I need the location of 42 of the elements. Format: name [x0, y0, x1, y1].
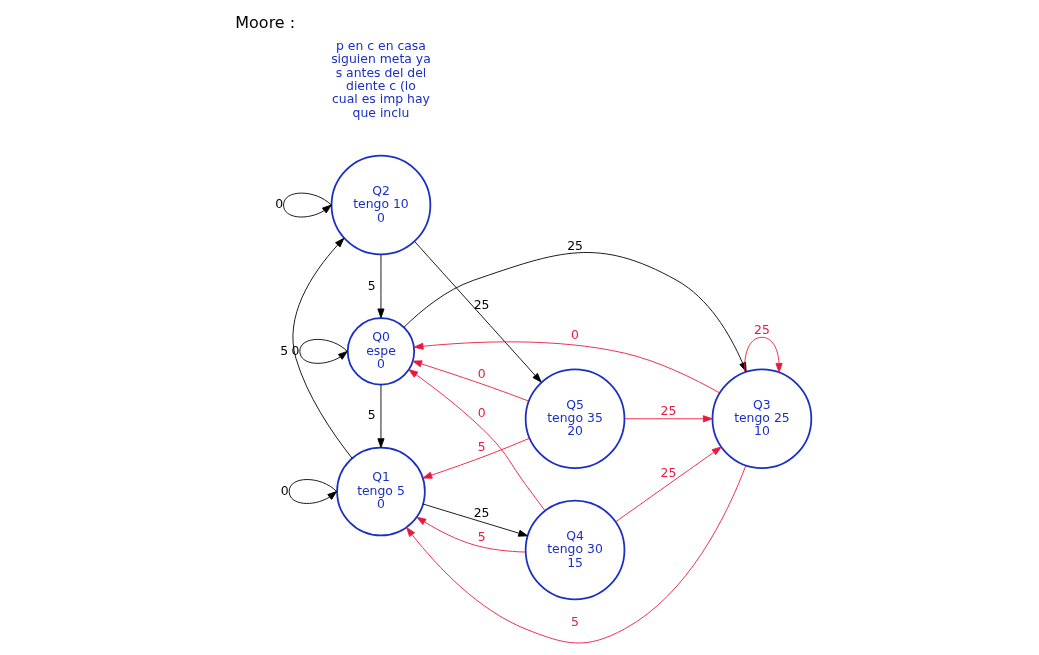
edge-label: 5 [477, 438, 486, 454]
node-circle: Q0 espe 0 [346, 317, 416, 386]
edge-label: 5 [367, 407, 376, 423]
edge-label: 0 [477, 366, 486, 382]
arrow [377, 254, 385, 319]
arrow [624, 415, 713, 423]
arrow [615, 446, 722, 523]
arrow [283, 192, 332, 218]
node-circle: Q4 tengo 30 15 [524, 499, 626, 601]
edge-label: 25 [473, 296, 490, 312]
arrow [416, 516, 526, 553]
edge-label: 5 [367, 277, 376, 293]
edge-label: 25 [660, 403, 677, 419]
arrow [288, 479, 338, 504]
edge-label: 0 [275, 196, 284, 212]
arrow [299, 338, 348, 364]
edge-label: 25 [473, 505, 490, 521]
arrow [403, 252, 747, 372]
arrow [292, 237, 353, 459]
arrow [413, 341, 720, 394]
edge-label: 5 [477, 529, 486, 545]
edge-label: 5 [280, 342, 289, 358]
arrow [406, 465, 747, 644]
node-circle: Q2 tengo 10 0 [330, 154, 432, 256]
label: p en c en casa siguien meta ya s antes del del diente c (lo cual es imp hay que inclu [331, 38, 431, 120]
arrow [744, 336, 783, 373]
edge-label: 0 [291, 342, 300, 358]
edge-label: 25 [754, 321, 770, 337]
edge-label: 0 [571, 327, 579, 343]
edge-label: 5 [571, 613, 579, 629]
arrow [412, 360, 529, 402]
arrow [377, 384, 385, 448]
edge-label: 0 [477, 405, 486, 421]
edge-label: 0 [280, 482, 289, 498]
arrow [414, 241, 542, 383]
arrow [422, 503, 528, 537]
edge-label: 25 [567, 237, 583, 253]
edge-label: 25 [660, 464, 677, 480]
arrow [422, 437, 530, 479]
node-circle: Q5 tengo 35 20 [524, 368, 626, 470]
diagram-title: Moore : [235, 13, 296, 33]
arrow [408, 369, 546, 511]
